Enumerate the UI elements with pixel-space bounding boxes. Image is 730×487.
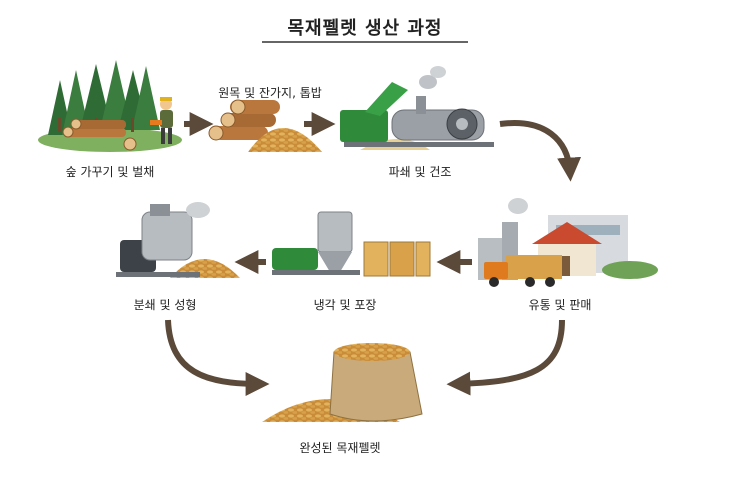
- cooling-packing-illustration: [272, 211, 431, 277]
- flow-arrows: [165, 112, 582, 396]
- page-title: 목재펠렛 생산 과정: [287, 18, 443, 39]
- title-underline: [262, 41, 468, 43]
- step-label-distribute: 유통 및 판매: [528, 298, 592, 312]
- pellet-sack-illustration: [262, 343, 423, 422]
- step-label-final: 완성된 목재펠렛: [299, 441, 381, 455]
- log-pile-forest: [62, 118, 137, 151]
- distribution-illustration: [478, 198, 658, 287]
- lumberjack-figure: [150, 97, 173, 144]
- grinding-forming-illustration: [116, 202, 240, 278]
- arrow-distribute-to-final: [446, 319, 565, 396]
- step-label-raw: 원목 및 잔가지, 톱밥: [218, 86, 322, 100]
- crusher-dryer-illustration: [340, 66, 494, 150]
- step-label-grind-form: 분쇄 및 성형: [133, 298, 197, 312]
- step-label-crush-dry: 파쇄 및 건조: [388, 165, 452, 179]
- arrow-grind-to-final: [165, 319, 270, 396]
- step-label-forest: 숲 가꾸기 및 벌채: [65, 165, 155, 179]
- raw-wood-illustration: [208, 99, 322, 152]
- step-label-cool-pack: 냉각 및 포장: [313, 298, 377, 312]
- arrow-crush-to-distribute: [499, 120, 582, 182]
